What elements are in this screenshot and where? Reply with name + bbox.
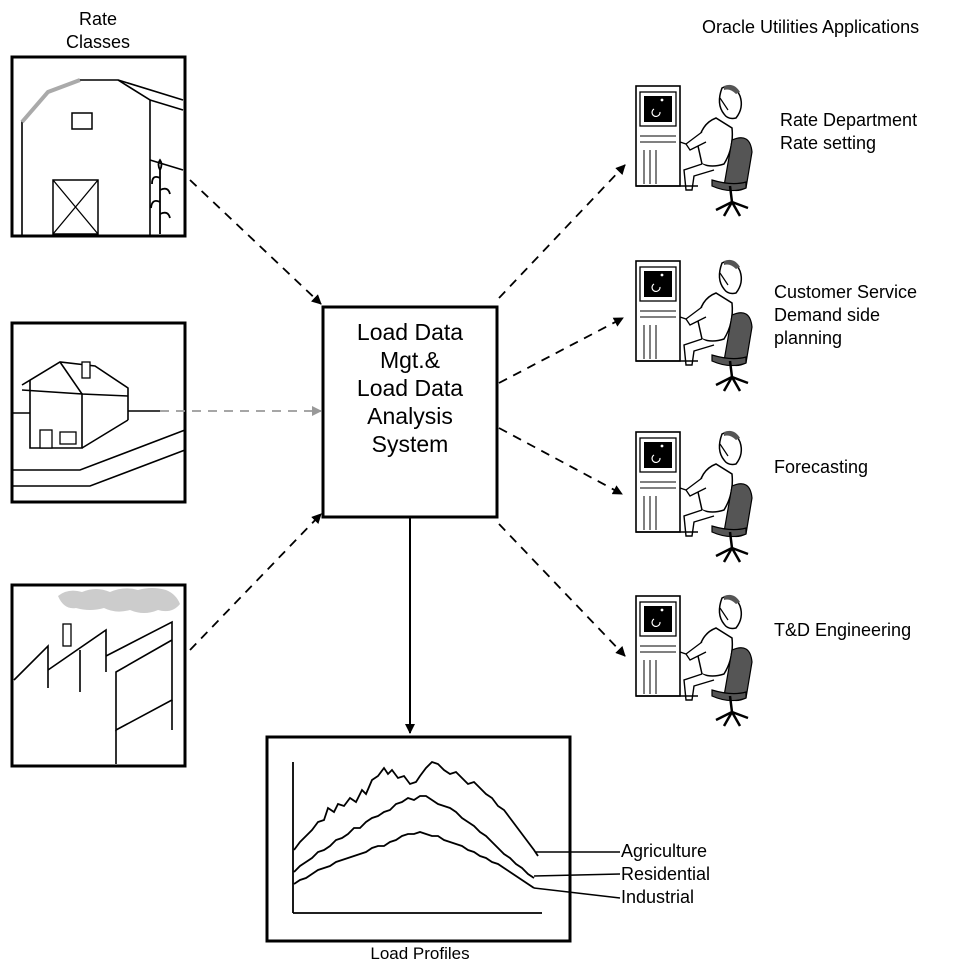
app-label-rate-dept: Rate Department Rate setting — [780, 110, 918, 153]
app-label-forecasting: Forecasting — [774, 457, 869, 477]
series-label-industrial: Industrial — [621, 887, 695, 907]
workstation-icon-td-engineering — [634, 593, 754, 728]
leader-industrial — [533, 887, 621, 899]
leader-residential — [533, 873, 621, 877]
app-label-customer-service: Customer Service Demand side planning — [774, 282, 918, 348]
arrow-system-to-rate-dept — [498, 164, 626, 299]
arrow-system-to-td-engineering — [498, 523, 626, 657]
factory-icon — [10, 583, 187, 768]
workstation-icon-customer-service — [634, 258, 754, 393]
workstation-icon-rate-dept — [634, 83, 754, 218]
series-label-residential: Residential — [621, 864, 711, 884]
barn-icon — [10, 55, 187, 238]
series-label-agriculture: Agriculture — [621, 841, 708, 861]
arrow-industry-to-system — [189, 513, 322, 651]
apps-title: Oracle Utilities Applications — [702, 17, 920, 37]
curve-industrial — [293, 831, 535, 889]
load-profiles-box — [265, 735, 572, 943]
house-icon — [10, 321, 187, 504]
rate-classes-title: Rate Classes — [65, 9, 131, 52]
center-system-label: Load Data Mgt.& Load Data Analysis Syste… — [356, 319, 464, 457]
app-label-td-engineering: T&D Engineering — [774, 620, 912, 640]
arrow-system-to-customer-service — [498, 317, 624, 384]
load-profiles-caption: Load Profiles — [370, 944, 470, 963]
curve-agriculture — [293, 760, 539, 857]
curve-residential — [293, 795, 535, 879]
workstation-icon-forecasting — [634, 429, 754, 564]
center-system-box — [321, 305, 499, 519]
arrow-farm-to-system — [189, 179, 322, 305]
arrow-system-to-forecasting — [498, 427, 623, 495]
